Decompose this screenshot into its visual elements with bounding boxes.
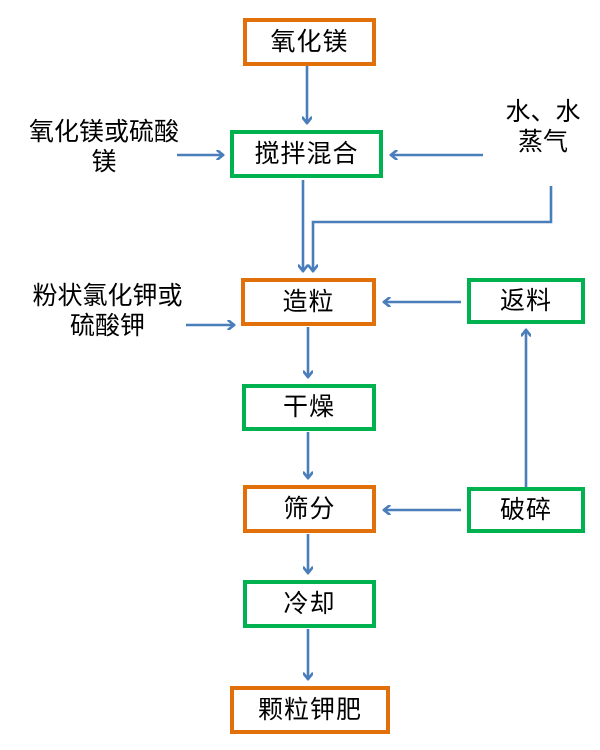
node-magnesium-oxide[interactable]: 氧化镁 [243, 18, 376, 66]
input-label-mgo-or-mgso4: 氧化镁或硫酸 镁 [4, 118, 204, 177]
input-label-kcl-or-k2so4-powder: 粉状氯化钾或 硫酸钾 [0, 282, 215, 341]
node-crushing[interactable]: 破碎 [467, 487, 585, 533]
input-label-water-and-steam: 水、水 蒸气 [490, 98, 596, 157]
node-label: 冷却 [283, 590, 336, 618]
node-return-material[interactable]: 返料 [467, 278, 585, 324]
node-label: 搅拌混合 [254, 140, 359, 168]
input-label-line: 水、水 [505, 99, 581, 126]
node-screening[interactable]: 筛分 [243, 485, 376, 533]
input-label-line: 氧化镁或硫酸 [28, 119, 179, 146]
node-label: 筛分 [283, 495, 336, 523]
node-label: 颗粒钾肥 [257, 696, 362, 724]
node-label: 氧化镁 [270, 28, 349, 56]
input-label-line: 镁 [91, 148, 117, 176]
node-label: 返料 [499, 287, 552, 315]
input-label-line: 蒸气 [517, 128, 568, 156]
edge-water-to-granulation [313, 186, 553, 271]
node-granulation[interactable]: 造粒 [241, 278, 376, 326]
node-mixing[interactable]: 搅拌混合 [230, 130, 383, 178]
node-granular-potash-fertilizer[interactable]: 颗粒钾肥 [230, 686, 390, 734]
input-label-line: 粉状氯化钾或 [32, 283, 183, 310]
node-drying[interactable]: 干燥 [242, 384, 376, 431]
node-label: 造粒 [282, 288, 335, 316]
node-label: 干燥 [282, 394, 335, 421]
node-cooling[interactable]: 冷却 [243, 580, 376, 628]
node-label: 破碎 [499, 496, 552, 524]
input-label-line: 硫酸钾 [69, 312, 145, 340]
